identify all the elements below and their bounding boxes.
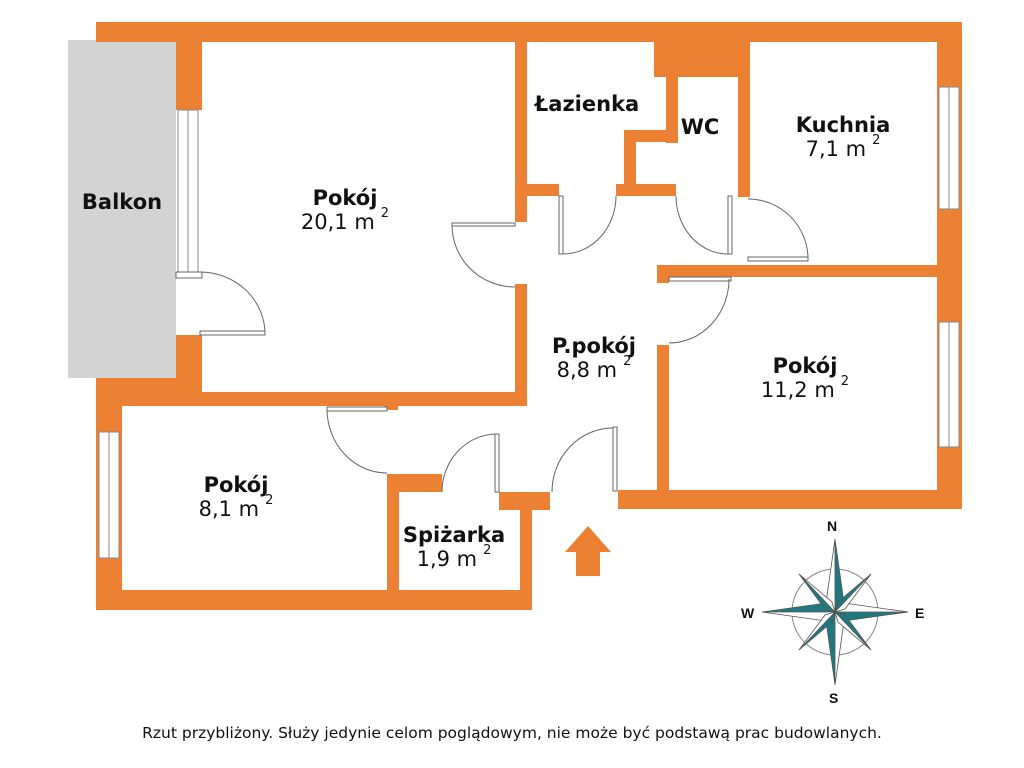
room-name: Pokój bbox=[312, 186, 378, 210]
compass-north-label: N bbox=[827, 518, 838, 534]
walls bbox=[96, 22, 962, 610]
room-name: Kuchnia bbox=[795, 113, 891, 137]
balcony-area bbox=[68, 40, 176, 378]
entrance-arrow-icon bbox=[565, 526, 611, 576]
room-label-balkon: Balkon bbox=[81, 190, 163, 214]
windows bbox=[98, 86, 960, 559]
room-label-lazienka: Łazienka bbox=[534, 92, 640, 116]
room-name: Pokój bbox=[203, 473, 269, 497]
doors bbox=[175, 195, 809, 493]
compass-south-label: S bbox=[829, 690, 839, 706]
compass-east-label: E bbox=[915, 605, 925, 621]
compass-west-label: W bbox=[741, 605, 755, 621]
room-name: Pokój bbox=[772, 354, 838, 378]
room-name: P.pokój bbox=[552, 334, 636, 358]
room-name: Spiżarka bbox=[402, 523, 506, 547]
disclaimer-text: Rzut przybliżony. Służy jedynie celom po… bbox=[142, 724, 882, 742]
compass-rose-icon bbox=[761, 538, 909, 686]
room-label-wc: WC bbox=[680, 115, 720, 139]
